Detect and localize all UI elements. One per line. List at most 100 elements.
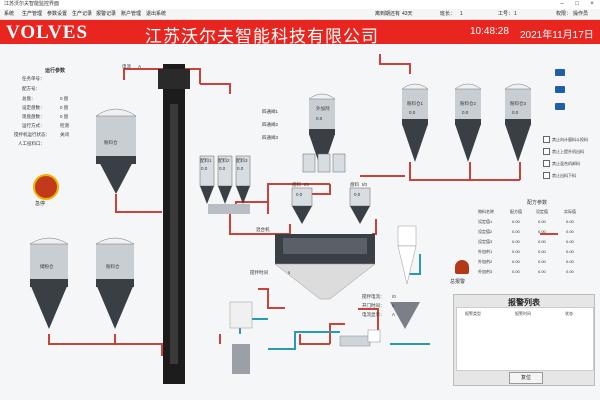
side-button-1[interactable] xyxy=(555,69,565,76)
emergency-stop-label: 急停 xyxy=(35,201,46,207)
hopper-value: 0.0 xyxy=(409,110,416,115)
menu-system[interactable]: 系统 xyxy=(4,11,15,17)
bin-value: 0.0 xyxy=(219,166,226,171)
mixer-time-label: 搅拌时间 xyxy=(250,270,268,275)
run-param-label: 运行方式： xyxy=(22,123,45,128)
mixer-param-label: 开门时间： xyxy=(362,303,385,308)
menu-accounts[interactable]: 账户管理 xyxy=(121,11,142,17)
mixer-param-value: A xyxy=(392,312,396,317)
formula-title: 配方参数 xyxy=(526,200,547,206)
run-param-value: 关闭 xyxy=(60,132,69,137)
clock-date: 2021年11月17日 xyxy=(520,30,594,41)
alarm-col-type: 报警类型 xyxy=(465,311,481,316)
motor-value: A xyxy=(138,64,142,69)
window-title: 江苏沃尔夫智能监控界面 xyxy=(4,1,60,7)
maximize-icon[interactable]: □ xyxy=(575,1,579,7)
due-value: 43天 xyxy=(402,11,413,17)
motor-label: 电流 xyxy=(122,64,131,69)
scale-value: 0.0 xyxy=(354,192,361,197)
bin-label: 配料2 xyxy=(218,158,230,163)
silos-group xyxy=(30,89,531,329)
scale-hoppers xyxy=(291,187,371,224)
mixer-param-label: 电流显示： xyxy=(362,312,385,317)
alarm-panel: 报警列表 报警类型 报警时间 状态 复位 xyxy=(453,294,595,386)
menu-alarms[interactable]: 报警记录 xyxy=(96,11,117,17)
id-label: 工号： xyxy=(498,11,514,17)
alarm-col-time: 报警时间 xyxy=(515,311,531,316)
silo-caps xyxy=(29,83,532,245)
run-params-title: 运行参数 xyxy=(45,68,66,74)
mixer-param-value: /0 xyxy=(392,294,396,299)
hopper-value: 0.0 xyxy=(462,110,469,115)
alarm-list[interactable]: 报警类型 报警时间 状态 xyxy=(456,307,594,371)
minimize-icon[interactable]: – xyxy=(560,1,564,7)
id-value: 1 xyxy=(514,11,517,17)
bin-label: 配料3 xyxy=(236,158,248,163)
bin-value: 0.0 xyxy=(237,166,244,171)
scale-unit: t/0 xyxy=(362,182,368,187)
process-diagram xyxy=(29,54,558,384)
menu-records[interactable]: 生产记录 xyxy=(72,11,93,17)
mixer-param-label: 搅拌电流： xyxy=(362,294,385,299)
silo-label: 粉料仓 xyxy=(106,264,120,269)
run-param-label: 任务单号： xyxy=(22,76,45,81)
valve-label: 四通阀2 xyxy=(262,122,279,127)
silo-label: 粉料仓1 xyxy=(407,101,424,106)
emergency-stop-button[interactable] xyxy=(33,174,59,200)
reset-button[interactable]: 复位 xyxy=(509,372,543,384)
check-item[interactable]: 禁止上提升机出料 xyxy=(543,148,584,155)
bottom-equipment xyxy=(229,301,420,374)
silo-label: 粉料仓2 xyxy=(460,101,477,106)
role-label: 权限： xyxy=(556,11,572,17)
scale-label: 盘料 xyxy=(292,182,301,187)
mixer-param-value: s xyxy=(392,303,395,308)
side-button-2[interactable] xyxy=(555,86,565,93)
run-param-label: 配方号： xyxy=(22,86,40,91)
company-logo: VOLVES xyxy=(6,22,89,43)
bin-label: 配料1 xyxy=(200,158,212,163)
run-param-label: 设定盘数： xyxy=(22,105,45,110)
bins-right xyxy=(302,153,346,173)
hopper-value: 0.0 xyxy=(316,116,323,121)
run-param-value: 0 盘 xyxy=(60,105,69,110)
user-label: 班长： xyxy=(440,11,456,17)
header-banner: VOLVES 江苏沃尔夫智能科技有限公司 10:48:28 2021年11月17… xyxy=(0,20,600,47)
run-param-value: 0 盘 xyxy=(60,96,69,101)
process-area: 运行参数 任务单号： 配方号： 总盘： 0 盘 设定盘数： 0 盘 现盘盘数： … xyxy=(0,44,600,400)
valve-label: 四通阀1 xyxy=(262,109,279,114)
menu-params[interactable]: 参数设置 xyxy=(47,11,68,17)
alarm-panel-title: 报警列表 xyxy=(508,298,540,307)
alarm-col-status: 状态 xyxy=(565,311,573,316)
run-param-value: 检测 xyxy=(60,123,69,128)
due-label: 离到期还有 xyxy=(375,11,401,17)
clock-time: 10:48:28 xyxy=(470,26,509,37)
company-name: 江苏沃尔夫智能科技有限公司 xyxy=(145,27,379,47)
silo-label: 外加剂 xyxy=(316,106,330,111)
check-item[interactable]: 禁止出料下料 xyxy=(543,172,576,179)
check-item[interactable]: 禁止混合机卸料 xyxy=(543,160,580,167)
side-button-3[interactable] xyxy=(555,103,565,110)
run-param-label: 人工投料口： xyxy=(18,141,45,146)
check-item[interactable]: 禁止向计量料斗投料 xyxy=(543,136,588,143)
scale-unit: t/0 xyxy=(304,182,310,187)
run-param-label: 现盘盘数： xyxy=(22,114,45,119)
menu-production[interactable]: 生产管理 xyxy=(22,11,43,17)
run-param-value: 0 盘 xyxy=(60,114,69,119)
mixer-time-value: s xyxy=(288,270,291,275)
menu-exit[interactable]: 退出系统 xyxy=(146,11,167,17)
mixer xyxy=(274,234,376,300)
valve-label: 四通阀3 xyxy=(262,135,279,140)
run-param-label: 搅拌机运行状态： xyxy=(14,132,50,137)
menu-bar: 系统 生产管理 参数设置 生产记录 报警记录 账户管理 退出系统 离到期还有 4… xyxy=(0,9,600,20)
close-icon[interactable]: × xyxy=(590,1,594,7)
bucket-elevator xyxy=(158,64,190,384)
silo-label: 储粉仓 xyxy=(40,264,54,269)
weigh-bins xyxy=(199,155,251,214)
role-value: 操作员 xyxy=(573,11,589,17)
silo-label: 粉料仓 xyxy=(104,140,118,145)
silo-label: 粉料仓3 xyxy=(510,101,527,106)
alarm-beacon-label: 总报警 xyxy=(450,279,466,285)
scale-label: 盘料 xyxy=(350,182,359,187)
mixer-label: 混合机 xyxy=(256,227,270,232)
alarm-beacon-icon[interactable] xyxy=(455,260,469,274)
